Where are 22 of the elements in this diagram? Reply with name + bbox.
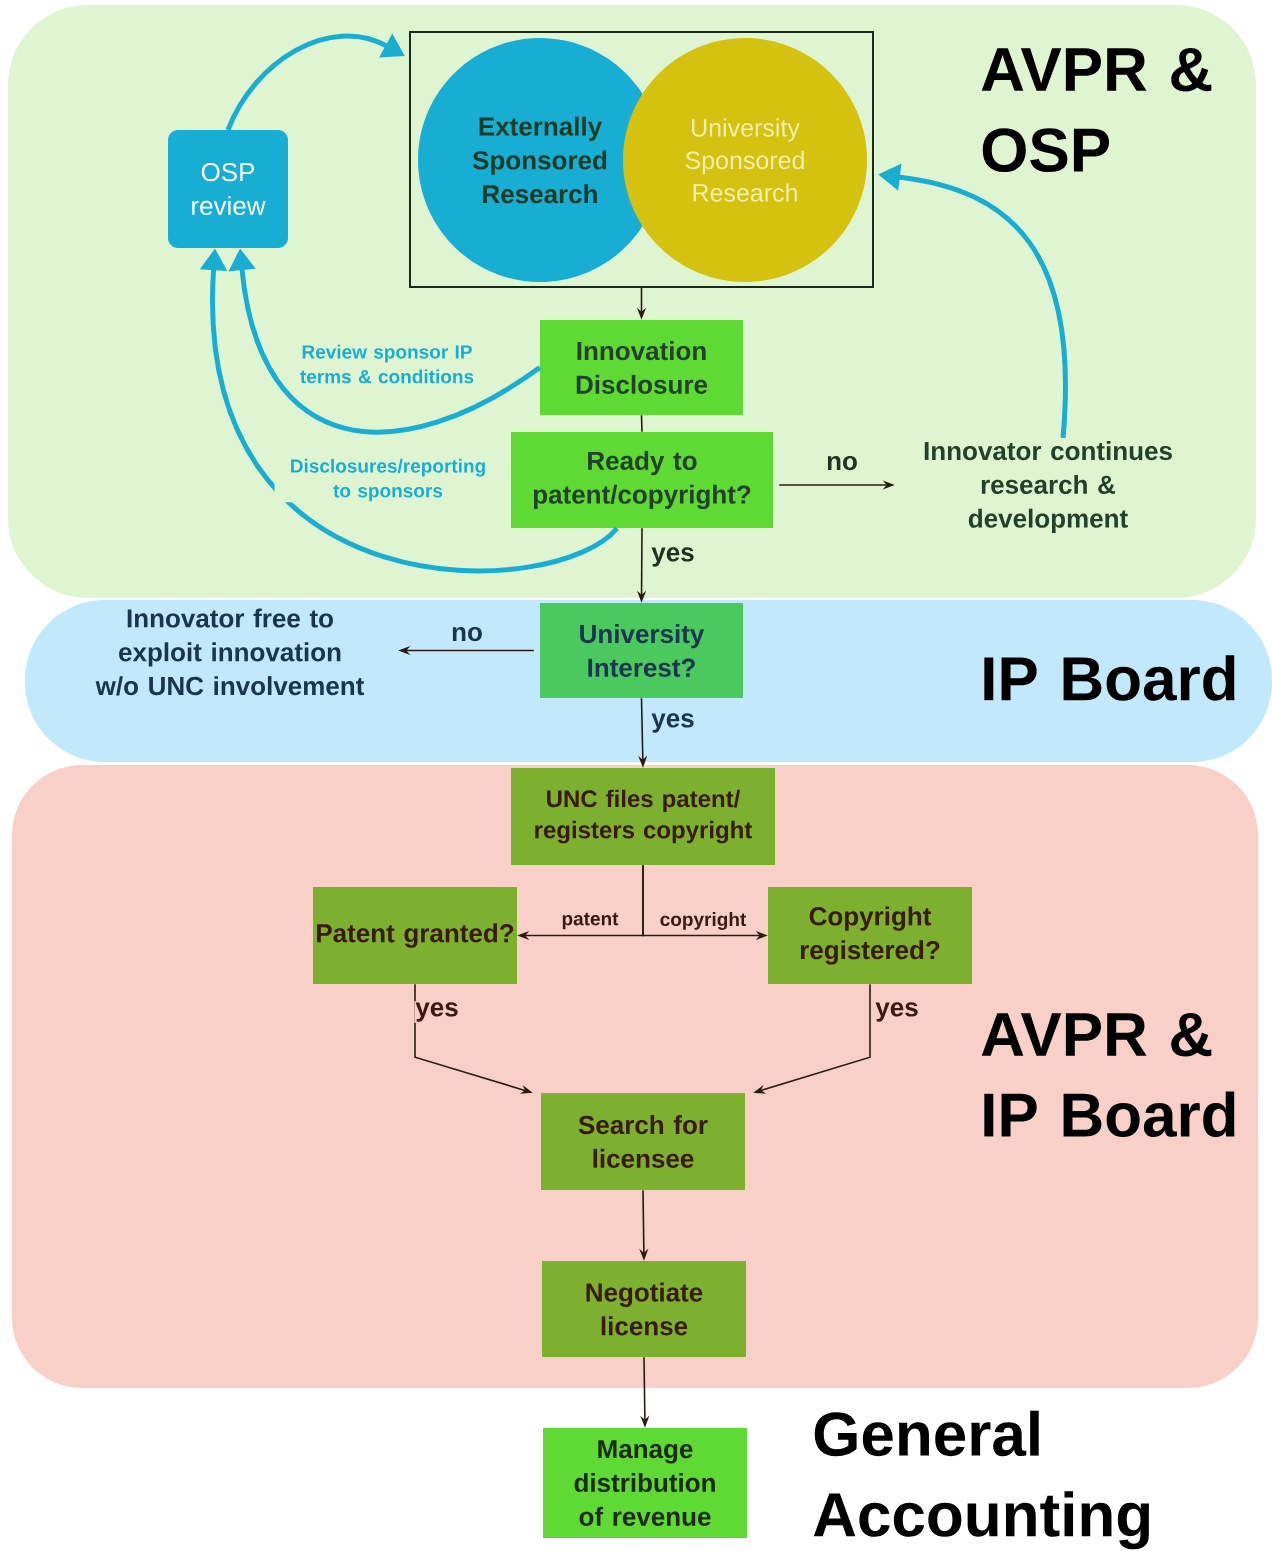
edge-label: yes	[414, 1001, 460, 1023]
process-box: OSP review	[168, 130, 288, 248]
process-box: Copyright registered?	[768, 887, 972, 984]
connector-line	[640, 414, 643, 433]
edge-label: Review sponsor IP terms & conditions	[293, 343, 481, 385]
edge-label: yes	[650, 546, 696, 568]
process-box: Ready to patent/copyright?	[511, 432, 773, 528]
edge-label: yes	[874, 1001, 920, 1023]
edge-label: Disclosures/reporting to sponsors	[274, 457, 502, 503]
edge-label: yes	[650, 712, 696, 734]
process-box: Patent granted?	[313, 887, 517, 984]
process-box: University Interest?	[540, 603, 743, 698]
process-box: Negotiate license	[542, 1261, 746, 1357]
process-box: Innovation Disclosure	[540, 320, 743, 415]
process-box: Manage distribution of revenue	[543, 1428, 747, 1538]
frame-box	[409, 31, 874, 288]
note-text: Innovator continues research & development	[924, 441, 1172, 533]
edge-label: copyright	[658, 911, 748, 931]
section-heading: General Accounting	[813, 1410, 1150, 1550]
note-text: Innovator free to exploit innovation w/o UNC involvement	[95, 608, 364, 696]
process-box: UNC files patent/ registers copyright	[511, 768, 775, 865]
process-box: Search for licensee	[541, 1093, 745, 1190]
